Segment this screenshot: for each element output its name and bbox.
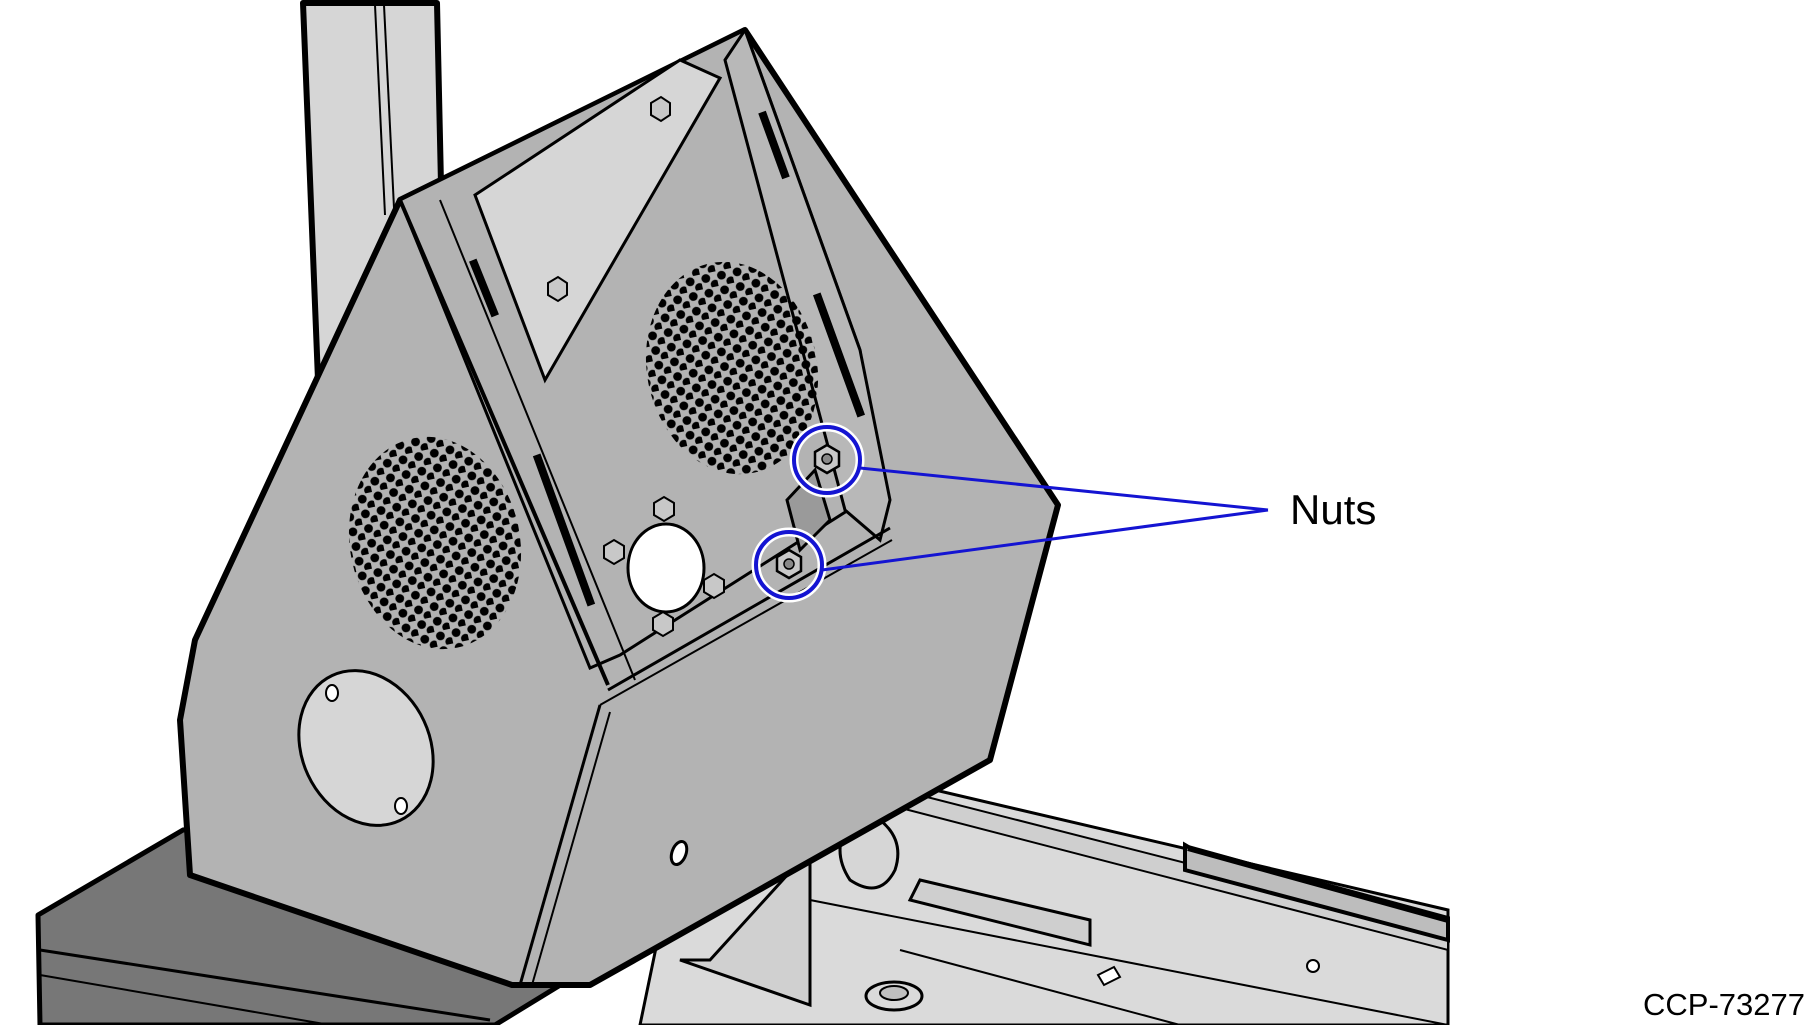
nuts-callout-label: Nuts [1290, 486, 1377, 533]
nut-callout-ring-lower [751, 527, 827, 603]
speaker-enclosure [177, 26, 1061, 988]
figure-id: CCP-73277 [1643, 987, 1805, 1022]
nut-callout-ring-upper [789, 422, 865, 498]
callout-leader-lines [821, 466, 1269, 572]
